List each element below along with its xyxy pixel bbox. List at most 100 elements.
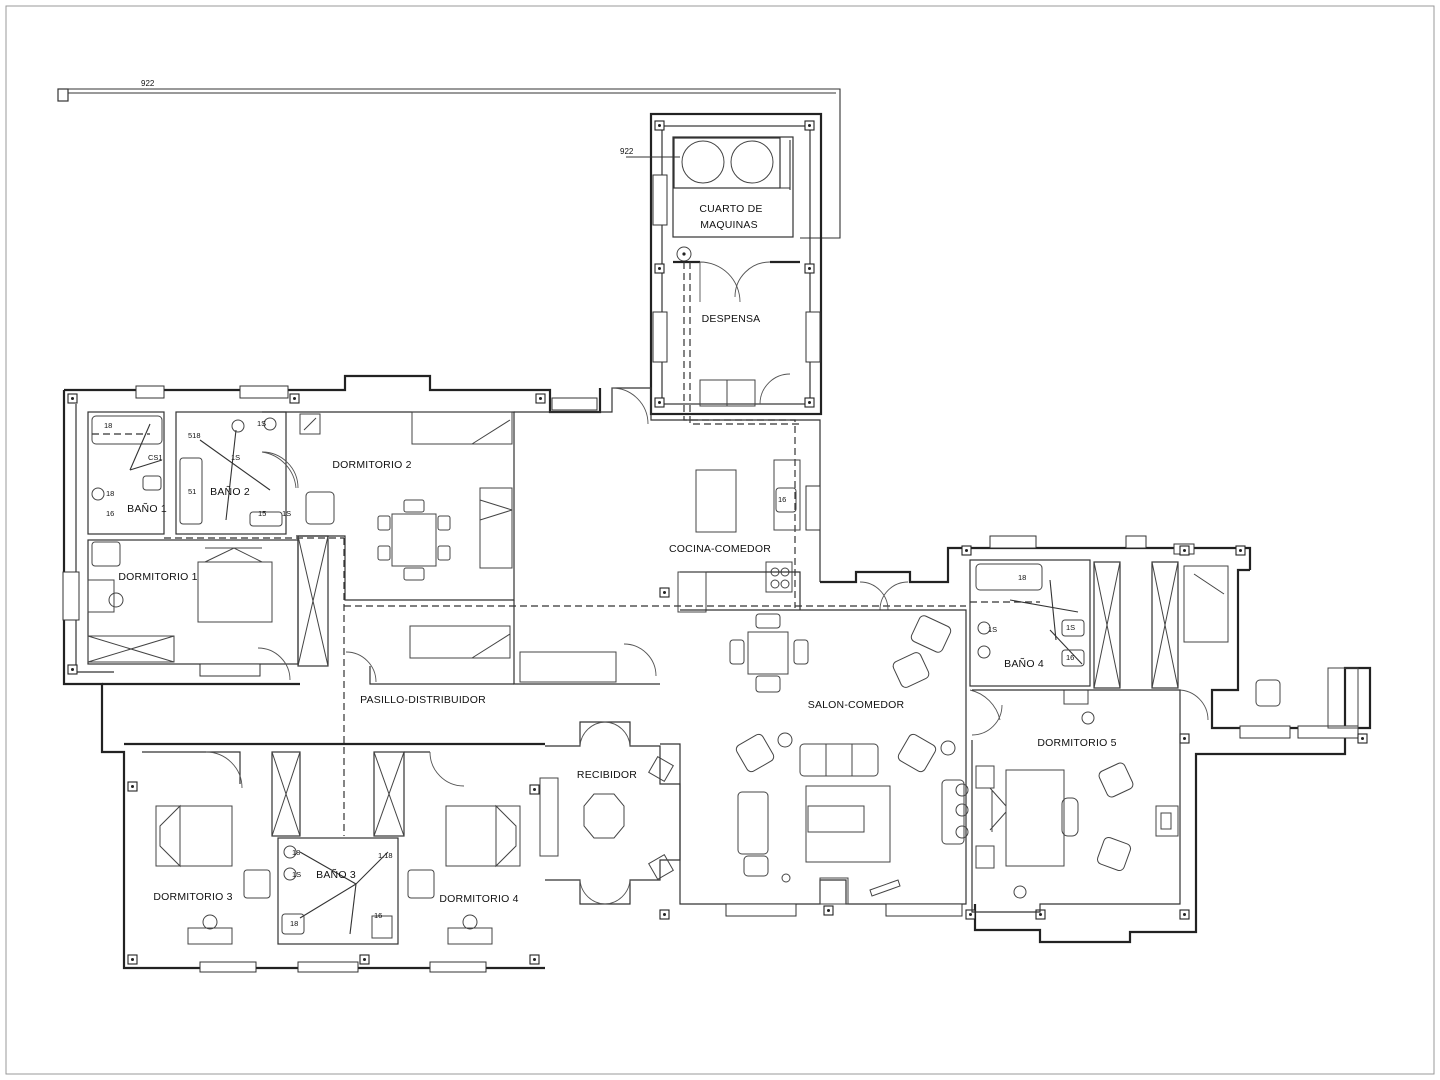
svg-text:1S: 1S [292, 870, 301, 879]
wardrobe-column [297, 535, 329, 667]
svg-text:51: 51 [188, 487, 196, 496]
armchair-icon [1255, 679, 1281, 707]
room-label-bedroom-4: DORMITORIO 4 [439, 893, 518, 905]
svg-text:16: 16 [1066, 653, 1074, 662]
svg-text:1S: 1S [282, 509, 291, 518]
svg-text:18: 18 [290, 919, 298, 928]
room-label-living-dining: SALON-COMEDOR [808, 699, 905, 711]
room-label-machine-room-2: MAQUINAS [700, 219, 758, 231]
svg-text:1S: 1S [231, 453, 240, 462]
room-label-bedroom-1: DORMITORIO 1 [118, 571, 197, 583]
entrance-table-icon [583, 793, 625, 839]
bidet-icon [263, 417, 277, 431]
bed-icon [197, 561, 273, 623]
svg-text:16: 16 [374, 911, 382, 920]
bathtub-icon [91, 415, 163, 445]
wardrobe-icon [87, 635, 175, 663]
water-tank-icon [730, 140, 774, 184]
drawing-frame [5, 5, 1435, 1075]
svg-text:18: 18 [104, 421, 112, 430]
kitchen-dining: 16 COCINA-COMEDOR [513, 387, 821, 685]
armchair-icon [1098, 762, 1134, 798]
armchair-icon [1096, 836, 1132, 872]
armchair-icon [897, 733, 937, 773]
bedroom-4: DORMITORIO 4 [373, 751, 521, 945]
bedroom-1: DORMITORIO 1 [87, 537, 345, 836]
armchair-icon [735, 733, 775, 773]
svg-text:518: 518 [188, 431, 201, 440]
room-label-kitchen-dining: COCINA-COMEDOR [669, 543, 771, 555]
toilet-icon [977, 621, 991, 635]
room-label-hallway: PASILLO-DISTRIBUIDOR [360, 694, 486, 706]
bedroom-3: DORMITORIO 3 [142, 751, 301, 945]
column-markers-east [659, 545, 1368, 920]
bathroom-2: 518 1S 1S 51 15 1S BAÑO 2 [175, 411, 299, 535]
bidet-icon [977, 645, 991, 659]
armchair-icon [305, 491, 335, 525]
desk-icon [187, 927, 233, 945]
bathroom-4: 18 1S 16 1S BAÑO 4 [969, 559, 1229, 725]
bathtub-icon [975, 563, 1043, 591]
desk-icon [447, 927, 493, 945]
column-markers-west [67, 393, 546, 965]
dining-table-icon [391, 513, 437, 567]
svg-text:1S: 1S [988, 625, 997, 634]
toilet-icon [231, 419, 245, 433]
dimension-label-top: 922 [141, 79, 155, 88]
washbasin-icon [1061, 619, 1085, 637]
bedroom-5: DORMITORIO 5 [971, 689, 1181, 913]
kitchen-island-icon [695, 469, 737, 533]
bed-icon [155, 805, 233, 867]
room-label-bath-1: BAÑO 1 [127, 502, 167, 515]
room-label-entrance: RECIBIDOR [577, 769, 637, 781]
sink-icon [775, 487, 797, 513]
room-label-bath-3: BAÑO 3 [316, 868, 356, 881]
svg-text:18: 18 [292, 848, 300, 857]
dimension-label-machine: 922 [620, 147, 634, 156]
west-wing-walls [62, 374, 602, 970]
bed-icon [479, 487, 513, 569]
hallway: PASILLO-DISTRIBUIDOR [102, 605, 966, 746]
bidet-icon [283, 867, 297, 881]
fireplace-icon [819, 877, 849, 905]
toilet-icon [283, 845, 297, 859]
svg-text:16: 16 [778, 495, 786, 504]
bed-icon [1005, 769, 1065, 867]
machine-room: 922 CUARTO DE MAQUINAS DESPENSA [620, 112, 823, 608]
south-windows [199, 961, 487, 973]
entrance-hall: RECIBIDOR [539, 721, 681, 905]
svg-text:1.18: 1.18 [378, 851, 393, 860]
tv-icon [869, 879, 901, 897]
column-markers [654, 120, 815, 408]
wardrobe-icon [411, 411, 513, 445]
stove-icon [765, 561, 793, 593]
room-label-bath-2: BAÑO 2 [210, 485, 250, 498]
room-label-bedroom-2: DORMITORIO 2 [332, 459, 411, 471]
sofa-icon [799, 743, 879, 777]
bed-icon [445, 805, 521, 867]
coffee-table-icon [807, 805, 865, 833]
room-label-bath-4: BAÑO 4 [1004, 657, 1044, 670]
sofa-icon [737, 791, 769, 855]
svg-text:CS1: CS1 [148, 453, 163, 462]
svg-text:16: 16 [106, 509, 114, 518]
room-label-bedroom-5: DORMITORIO 5 [1037, 737, 1116, 749]
washbasin-icon [249, 511, 283, 527]
east-wing-walls [659, 535, 1372, 944]
svg-text:18: 18 [1018, 573, 1026, 582]
water-tank-icon [681, 140, 725, 184]
living-dining: SALON-COMEDOR [660, 609, 1001, 917]
wardrobe-icon [409, 625, 511, 659]
room-label-machine-room-1: CUARTO DE [699, 203, 762, 215]
armchair-icon [910, 615, 952, 653]
svg-text:1S: 1S [257, 419, 266, 428]
toilet-icon [91, 487, 105, 501]
armchair-icon [91, 541, 121, 567]
dining-table-icon [747, 631, 789, 675]
room-label-bedroom-3: DORMITORIO 3 [153, 891, 232, 903]
room-label-pantry: DESPENSA [702, 313, 761, 325]
svg-text:15: 15 [258, 509, 266, 518]
bedroom-2: DORMITORIO 2 [261, 411, 515, 601]
washbasin-icon [281, 913, 305, 935]
svg-text:18: 18 [106, 489, 114, 498]
